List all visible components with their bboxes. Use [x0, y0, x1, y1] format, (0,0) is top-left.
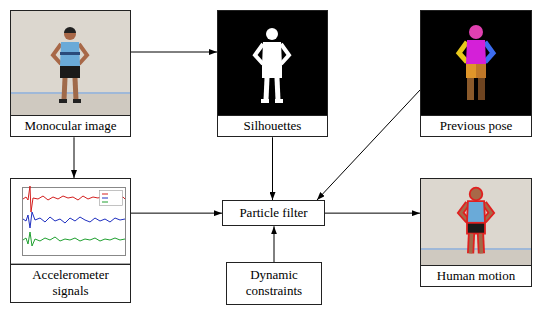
process-box: Particle filter — [222, 200, 325, 226]
node-label: Human motion — [421, 265, 531, 286]
arrow-connector — [274, 226, 275, 262]
node-label: Particle filter — [223, 201, 324, 225]
arrow-connector — [272, 137, 273, 200]
node-label: Dynamic constraints — [227, 263, 321, 304]
node-label: Monocular image — [11, 115, 130, 136]
arrow-connector — [317, 90, 420, 200]
node-label: Previous pose — [421, 115, 531, 136]
arrow-connector — [325, 213, 420, 214]
image-box: Accelerometer signals — [10, 178, 131, 303]
image-box: Previous pose — [420, 10, 532, 137]
image-box: Human motion — [420, 178, 532, 287]
pose-image — [420, 10, 532, 115]
photo-person — [10, 10, 131, 115]
image-box: Monocular image — [10, 10, 131, 137]
silhouette-image — [217, 10, 328, 115]
result-photo — [420, 178, 532, 265]
signal-plot — [11, 179, 131, 264]
arrow-connector — [131, 52, 217, 53]
arrow-connector — [74, 137, 75, 178]
process-box: Dynamic constraints — [226, 262, 322, 305]
arrow-connector — [131, 213, 222, 214]
node-label: Silhouettes — [218, 115, 327, 136]
node-label: Accelerometer signals — [11, 264, 130, 302]
image-box: Silhouettes — [217, 10, 328, 137]
